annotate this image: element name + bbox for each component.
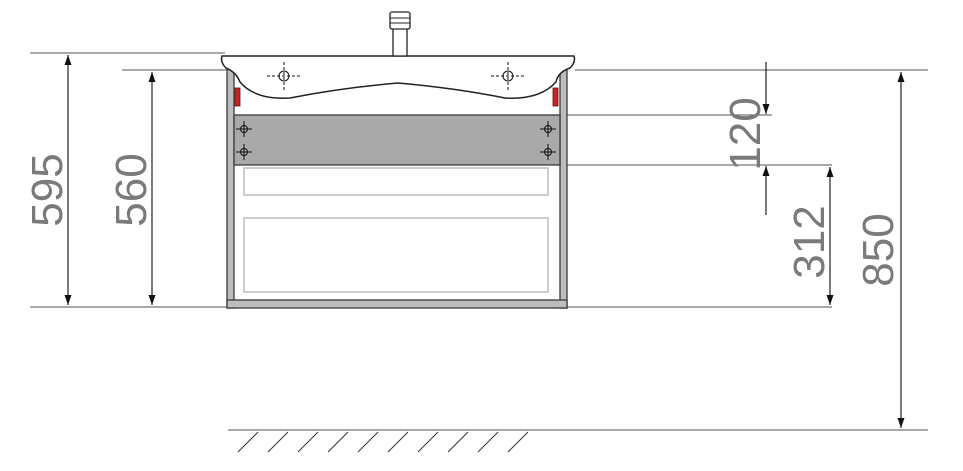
- mounting-hole: [540, 144, 556, 160]
- cabinet: [226, 67, 568, 309]
- dimension-lines: [64, 55, 905, 428]
- drawer-upper: [243, 167, 549, 196]
- extension-lines: [30, 52, 928, 431]
- label-850: 850: [854, 213, 903, 286]
- faucet-icon: [389, 11, 411, 57]
- wash-basin: [220, 11, 576, 99]
- dimension-labels: 595 560 120 312 850: [23, 97, 903, 286]
- drawer-lower: [243, 217, 549, 293]
- tap-hole-right: [491, 62, 525, 92]
- red-marker-left: [234, 87, 241, 107]
- label-560: 560: [107, 153, 156, 226]
- mounting-holes: [236, 121, 556, 160]
- floor-hatching: [237, 431, 529, 453]
- cabinet-left-side: [226, 67, 235, 309]
- tap-hole-left: [267, 62, 301, 92]
- label-595: 595: [23, 153, 72, 226]
- red-marker-right: [552, 87, 559, 107]
- label-312: 312: [785, 205, 834, 278]
- mounting-hole: [540, 121, 556, 137]
- cabinet-plinth: [226, 299, 568, 309]
- label-120: 120: [721, 97, 770, 170]
- mounting-hole: [236, 144, 252, 160]
- mounting-hole: [236, 121, 252, 137]
- mounting-panel: [233, 114, 561, 166]
- cabinet-right-side: [559, 67, 568, 309]
- basin-body: [220, 55, 576, 99]
